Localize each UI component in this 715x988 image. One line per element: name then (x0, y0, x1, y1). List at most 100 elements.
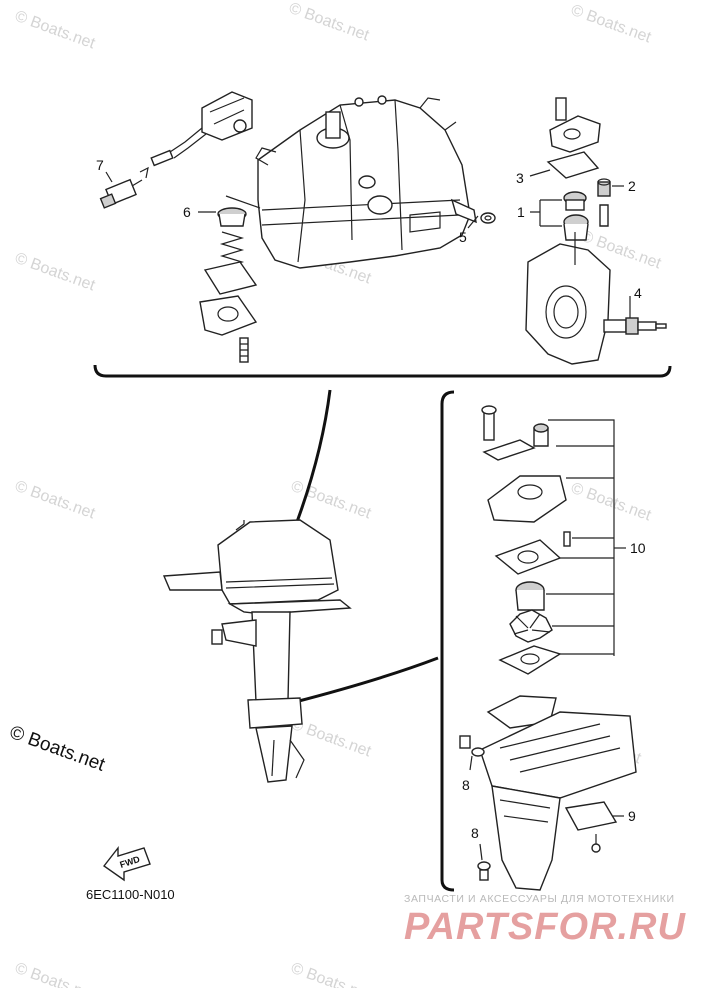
fuel-pump-ribs (209, 97, 245, 125)
lower-unit-line (271, 739, 275, 777)
fwd-arrow-icon: FWD (102, 845, 151, 882)
impeller-liner (515, 589, 545, 611)
watermark: © Boats.net (289, 478, 374, 523)
water-pump-group: 10 9 8 8 (459, 405, 646, 891)
callout-4: 4 (634, 285, 642, 301)
callout-6: 6 (183, 204, 191, 220)
callout-2: 2 (628, 178, 636, 194)
watermark: © Boats.net (13, 8, 98, 53)
watermark: © Boats.net (569, 480, 654, 525)
part-6-thermostat (199, 207, 258, 363)
leader-8-upper (469, 755, 473, 771)
pump-gasket-upper (494, 539, 562, 575)
engine-block-flange (261, 199, 461, 226)
hose-clip (139, 166, 149, 179)
leader-5 (467, 215, 479, 229)
lower-gear-case (491, 785, 561, 891)
part-4-spark-plug (603, 317, 667, 335)
brand-name-part1: PARTS (404, 906, 535, 948)
plate-hole (520, 653, 540, 665)
fuel-line (173, 133, 207, 159)
clamp-bracket (221, 619, 257, 647)
dowel-pin (563, 531, 571, 547)
part-7-fuel-connector (99, 178, 143, 209)
drawing-code: 6EC1100-N010 (86, 887, 175, 902)
engine-bracket (255, 147, 277, 166)
gear-case-plate (486, 695, 557, 729)
pump-outer-plate (498, 645, 562, 675)
motor-shaft-housing (251, 611, 291, 703)
leader-3 (529, 169, 551, 177)
leader-1 (530, 199, 562, 227)
watermark: © Boats.net (13, 250, 98, 295)
anti-cavitation-plate (247, 697, 303, 729)
engine-head-edge (419, 97, 457, 131)
grommet-top (533, 423, 549, 433)
plate-bolt (591, 843, 601, 853)
callout-9: 9 (628, 808, 636, 824)
part-8-screw-lower (479, 869, 489, 881)
outboard-motor (162, 519, 352, 783)
tiller-handle (162, 571, 223, 591)
brand-name-part2: FOR.RU (534, 906, 686, 948)
leader-6b (225, 195, 261, 209)
connector-line-right (294, 656, 439, 704)
clamp-screw (211, 629, 223, 645)
part-3-cover (546, 97, 601, 179)
cowling-vent (235, 520, 245, 531)
engine-bolt (354, 97, 364, 107)
pump-bolt-head (481, 405, 497, 415)
gear-case-lines (499, 799, 551, 823)
fuel-line (169, 127, 203, 153)
engine-port-small (358, 175, 376, 189)
watermark: © Boats.net (13, 478, 98, 523)
impeller-vanes (513, 613, 551, 635)
part-8-screw-upper (459, 735, 471, 749)
brand-subtitle: ЗАПЧАСТИ И АКСЕССУАРЫ ДЛЯ МОТОТЕХНИКИ (404, 893, 675, 905)
crankshaft-end (325, 111, 341, 139)
leader-10 (546, 419, 615, 656)
gear-case-ribs (499, 723, 621, 773)
watermark: © Boats.net (569, 2, 654, 47)
cylinder-head-housing (525, 243, 611, 365)
cylinder-bore (545, 285, 587, 339)
engine-port (367, 195, 393, 215)
bolt (599, 204, 609, 227)
brand-logo[interactable]: PARTSFOR.RU (404, 906, 686, 949)
motor-cowling (217, 519, 339, 605)
part-9-plate (564, 801, 618, 831)
callout-5: 5 (459, 229, 467, 245)
part-8-washer-lower (477, 861, 491, 871)
callout-8-lower: 8 (471, 825, 479, 841)
fuel-pump-fitting (233, 119, 247, 133)
part-2-pin (597, 178, 611, 197)
engine-block-ribs (297, 99, 403, 263)
callout-8-upper: 8 (462, 777, 470, 793)
gear-case-top (479, 711, 637, 799)
leader-7 (105, 171, 113, 183)
fuel-hose (150, 149, 174, 167)
watermark: © Boats.net (289, 960, 374, 988)
cowling-seam (225, 577, 335, 589)
right-section-bracket (440, 390, 455, 892)
pump-plate (482, 439, 536, 461)
callout-3: 3 (516, 170, 524, 186)
part-5-washer (450, 198, 496, 224)
callout-10: 10 (630, 540, 646, 556)
callout-7: 7 (96, 157, 104, 173)
part-8-washer-upper (471, 747, 485, 757)
leader-8-lower (479, 843, 483, 861)
fuel-pump (201, 91, 253, 141)
lower-unit (255, 725, 293, 783)
pump-housing-port (517, 484, 543, 500)
watermark: © Boats.net (13, 960, 98, 988)
part-1-collars (563, 191, 589, 241)
cylinder-bore-inner (553, 295, 579, 329)
watermark: © Boats.net (287, 0, 372, 45)
propeller (289, 739, 305, 779)
motor-bottom-cowl (227, 599, 352, 615)
top-section-bracket (93, 364, 672, 378)
power-head-group: 7 6 5 3 (96, 91, 667, 365)
engine-bolt (377, 95, 387, 105)
